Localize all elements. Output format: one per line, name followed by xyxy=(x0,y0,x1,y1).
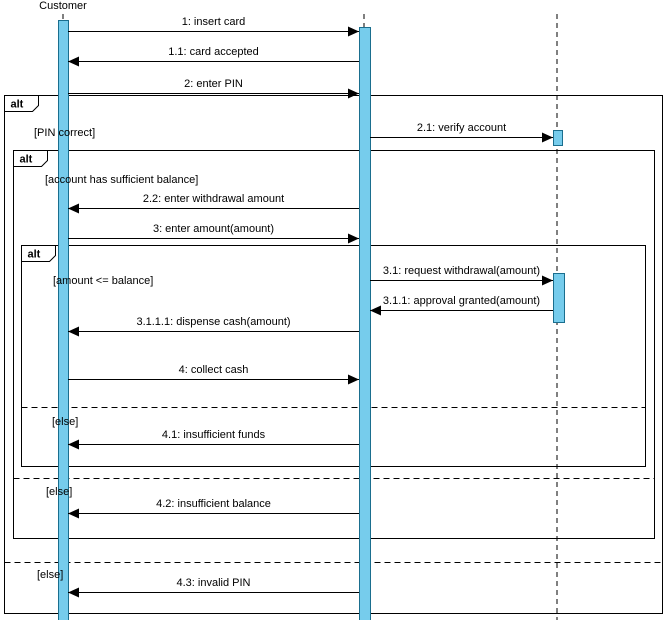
fragment-operator-tag-frag-middle xyxy=(13,150,48,167)
activations-layer xyxy=(58,20,565,620)
message-label-m4: 2.1: verify account xyxy=(417,122,506,134)
message-arrowhead-m9 xyxy=(68,326,79,337)
message-label-m8: 3.1.1: approval granted(amount) xyxy=(383,295,540,307)
fragment-box-frag-inner xyxy=(21,245,646,467)
message-arrowhead-m8 xyxy=(370,305,381,316)
fragment-operator-label-frag-middle: alt xyxy=(20,154,33,166)
message-label-m3: 2: enter PIN xyxy=(184,78,243,90)
message-label-m9: 3.1.1.1: dispense cash(amount) xyxy=(136,316,290,328)
message-label-m2: 1.1: card accepted xyxy=(168,46,259,58)
message-label-m12: 4.2: insufficient balance xyxy=(156,498,271,510)
guard-label-frag-inner-1: [else] xyxy=(52,416,78,428)
message-label-m7: 3.1: request withdrawal(amount) xyxy=(383,265,540,277)
lifeline-name-customer: Customer xyxy=(39,0,87,12)
fragment-operator-label-frag-outer: alt xyxy=(11,99,24,111)
fragment-box-frag-middle xyxy=(13,150,655,539)
message-arrowhead-m10 xyxy=(348,374,359,385)
message-arrowhead-m12 xyxy=(68,508,79,519)
guard-label-frag-outer-0: [PIN correct] xyxy=(34,127,95,139)
message-arrowhead-m11 xyxy=(68,439,79,450)
guard-label-frag-middle-1: [else] xyxy=(46,486,72,498)
text-layer: alt [PIN correct] [else] alt [account has su… xyxy=(11,0,541,589)
guard-label-frag-outer-1: [else] xyxy=(37,569,63,581)
activation-bar-act-bank-approve xyxy=(553,273,565,323)
message-arrowhead-m1 xyxy=(348,26,359,37)
message-arrowhead-m2 xyxy=(68,56,79,67)
guard-label-frag-middle-0: [account has sufficient balance] xyxy=(45,174,198,186)
message-arrowhead-m6 xyxy=(348,233,359,244)
message-arrowhead-m5 xyxy=(68,203,79,214)
fragment-operator-tag-frag-outer xyxy=(4,95,39,112)
fragment-operator-label-frag-inner: alt xyxy=(28,249,41,261)
message-label-m11: 4.1: insufficient funds xyxy=(162,429,266,441)
message-arrowhead-m7 xyxy=(542,275,553,286)
activation-bar-act-atm xyxy=(359,27,371,620)
message-label-m13: 4.3: invalid PIN xyxy=(177,577,251,589)
fragment-operator-tag-frag-inner xyxy=(21,245,56,262)
message-arrowhead-m3 xyxy=(348,88,359,99)
message-label-m6: 3: enter amount(amount) xyxy=(153,223,274,235)
message-label-m1: 1: insert card xyxy=(182,16,246,28)
messages-layer xyxy=(68,26,553,598)
guard-label-frag-inner-0: [amount <= balance] xyxy=(53,275,153,287)
message-label-m5: 2.2: enter withdrawal amount xyxy=(143,193,284,205)
message-arrowhead-m13 xyxy=(68,587,79,598)
message-arrowhead-m4 xyxy=(542,132,553,143)
activation-bar-act-customer xyxy=(58,20,69,620)
message-label-m10: 4: collect cash xyxy=(179,364,249,376)
fragments-layer xyxy=(4,95,663,614)
activation-bar-act-bank-verify xyxy=(553,130,563,146)
